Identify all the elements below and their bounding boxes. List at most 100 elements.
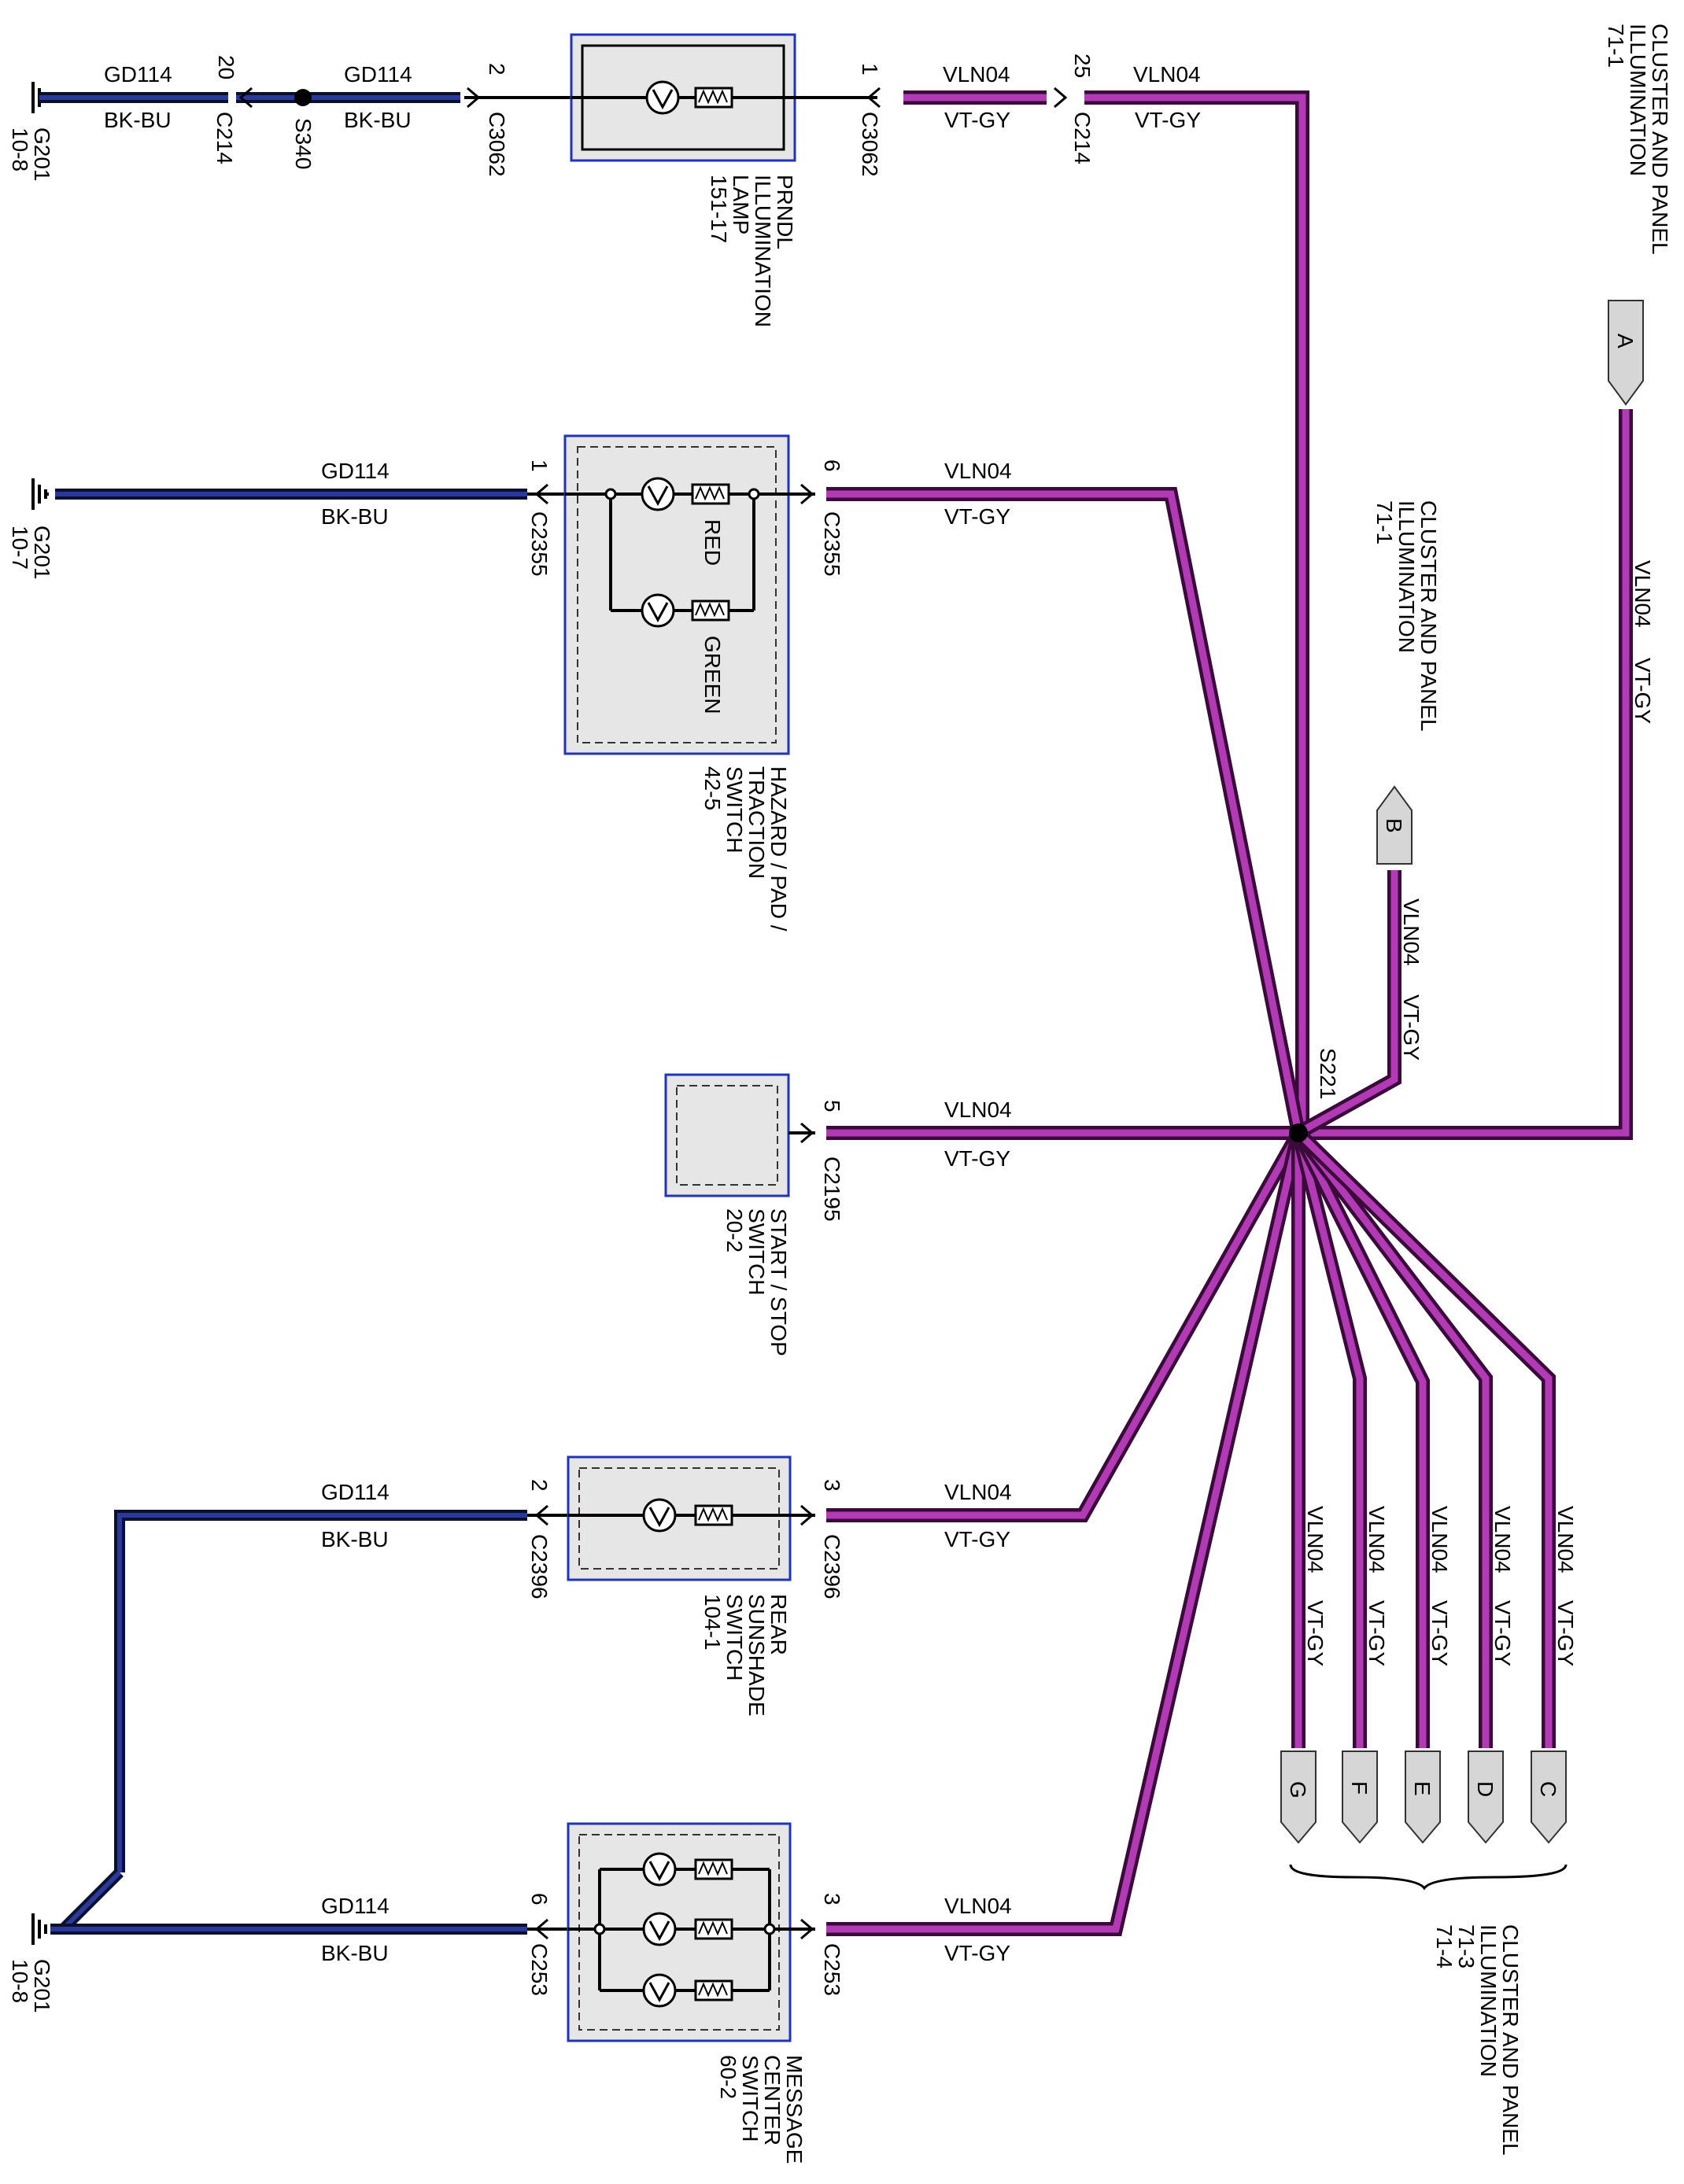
pin-number: 6: [820, 459, 844, 472]
lamp-icon: [645, 80, 680, 115]
connector-label: C2355: [820, 511, 844, 577]
prndl-illumination-lamp: [570, 33, 796, 162]
flag-letter: F: [1347, 1781, 1372, 1795]
component-name: PRNDL: [773, 175, 797, 249]
connector-label: C3062: [858, 112, 882, 177]
connector-label: C253: [527, 1943, 552, 1996]
component-name: HAZARD / PAD /: [766, 766, 791, 932]
flag-a: A: [1608, 300, 1644, 406]
wire-color-label: VT-GY: [944, 1146, 1010, 1171]
connector-label: C3062: [485, 112, 509, 177]
wire-circuit-label: VLN04: [944, 1894, 1012, 1918]
pin-number: 3: [820, 1479, 844, 1492]
splice-s340: [294, 89, 312, 106]
component-ref: 20-2: [722, 1208, 747, 1252]
row-start-stop-switch: VLN04 VT-GY 5 C2195 START / STOP SWITCH …: [664, 1073, 1298, 1356]
component-name: SWITCH: [722, 766, 747, 853]
connector-c2355-arrow: [800, 483, 814, 505]
pin-number: 2: [485, 63, 509, 76]
reference-label: ILLUMINATION: [1476, 1924, 1501, 2077]
connector-c2355-arrow: [534, 483, 548, 505]
ground-symbol-2: [31, 478, 47, 510]
reference-label: CLUSTER AND PANEL: [1498, 1924, 1523, 2156]
wire-circuit-label: VLN04: [1490, 1506, 1515, 1573]
row-hazard-switch: GD114 BK-BU 1 C2355 G201 10-7 RED GREEN …: [8, 434, 1305, 1134]
wire-color-label: VT-GY: [944, 1941, 1010, 1965]
pin-number: 2: [527, 1479, 552, 1492]
reference-label: ILLUMINATION: [1626, 24, 1650, 176]
component-name: REAR: [766, 1594, 791, 1655]
wire-circuit-label: VLN04: [1630, 560, 1655, 628]
wire-color-label: VT-GY: [944, 1527, 1010, 1551]
wire-color-label: BK-BU: [321, 1941, 389, 1965]
wire-circuit-label: GD114: [321, 1480, 390, 1504]
connector-label: C2355: [527, 511, 552, 577]
splice-s221-branches: [1291, 409, 1633, 1748]
connector-label: C214: [212, 112, 237, 164]
wire-color-label: VT-GY: [1553, 1600, 1578, 1666]
pin-number: 6: [527, 1893, 552, 1905]
wire-color-label: VT-GY: [1427, 1600, 1452, 1666]
lamp-icon: [642, 1912, 677, 1946]
wire-color-label: BK-BU: [104, 108, 172, 132]
connector-c214-arrow: [238, 87, 253, 109]
lamp-icon: [642, 1852, 677, 1887]
ground-name: G201: [30, 526, 54, 580]
wire-circuit-label: VLN04: [1553, 1506, 1578, 1573]
flag-e: E: [1405, 1751, 1441, 1844]
wire-vln04-row2: [826, 487, 1305, 1134]
wire-circuit-label: GD114: [344, 62, 412, 87]
splice-s221: [1289, 1123, 1308, 1142]
ground-name: G201: [30, 1959, 54, 2013]
component-ref: 104-1: [700, 1594, 725, 1651]
wire-vln04-row5: [826, 1131, 1305, 1936]
flag-c: C: [1531, 1751, 1567, 1844]
wire-circuit-label: GD114: [104, 62, 172, 87]
flag-letter: A: [1613, 334, 1638, 349]
flag-d: D: [1468, 1751, 1504, 1844]
pin-number: 5: [820, 1100, 844, 1112]
flag-letter: C: [1536, 1781, 1560, 1797]
wire-gd114-row4: [114, 1510, 527, 1872]
ground-ref: 10-8: [8, 127, 32, 172]
reference-ref: 71-1: [1604, 24, 1628, 68]
message-center-switch: [567, 1822, 792, 2042]
reference-label: CLUSTER AND PANEL: [1648, 24, 1672, 255]
wire-circuit-label: VLN04: [1365, 1506, 1389, 1573]
start-stop-switch: [664, 1073, 790, 1197]
connector-label: C2396: [527, 1534, 552, 1599]
wire-circuit-label: VLN04: [1303, 1506, 1328, 1573]
rear-sunshade-switch: [567, 1455, 792, 1581]
connector-c2396-arrow: [800, 1504, 814, 1526]
component-name: SWITCH: [722, 1594, 747, 1680]
lamp-icon: [642, 1498, 677, 1533]
wire-color-label: VT-GY: [944, 504, 1010, 529]
connector-label: C253: [820, 1943, 844, 1996]
lamp-label-red: RED: [700, 519, 725, 566]
wire-circuit-label: VLN04: [944, 1098, 1012, 1122]
row-prndl: GD114 BK-BU GD114 BK-BU 20 C214 S340 2 C…: [8, 33, 1309, 1133]
wire-circuit-label: GD114: [321, 459, 390, 483]
connector-c2396-arrow: [534, 1504, 548, 1526]
component-name: SUNSHADE: [744, 1594, 769, 1717]
row-message-center-switch: GD114 BK-BU 6 C253 G201 10-8: [8, 1131, 1305, 2164]
component-name: SWITCH: [744, 1208, 769, 1295]
pin-number: 20: [214, 55, 238, 79]
wire-vln04-row1: [903, 90, 1309, 1133]
connector-label: C2195: [820, 1157, 844, 1222]
ground-ref: 10-8: [8, 1959, 32, 2003]
connector-c253-arrow: [534, 1918, 548, 1940]
wire-vln04-row4: [826, 1129, 1305, 1522]
connector-c3062-arrow: [467, 87, 481, 109]
wire-circuit-label: VLN04: [944, 1480, 1012, 1504]
connector-c214-arrow: [1054, 87, 1068, 109]
wire-circuit-label: GD114: [321, 1894, 390, 1918]
component-name: TRACTION: [744, 766, 769, 879]
wire-color-label: BK-BU: [321, 1527, 389, 1551]
pin-number: 3: [820, 1893, 844, 1905]
connector-label: C214: [1070, 112, 1095, 164]
component-name: CENTER: [760, 2055, 785, 2145]
flag-letter: E: [1410, 1781, 1435, 1796]
flag-letter: G: [1286, 1781, 1310, 1798]
